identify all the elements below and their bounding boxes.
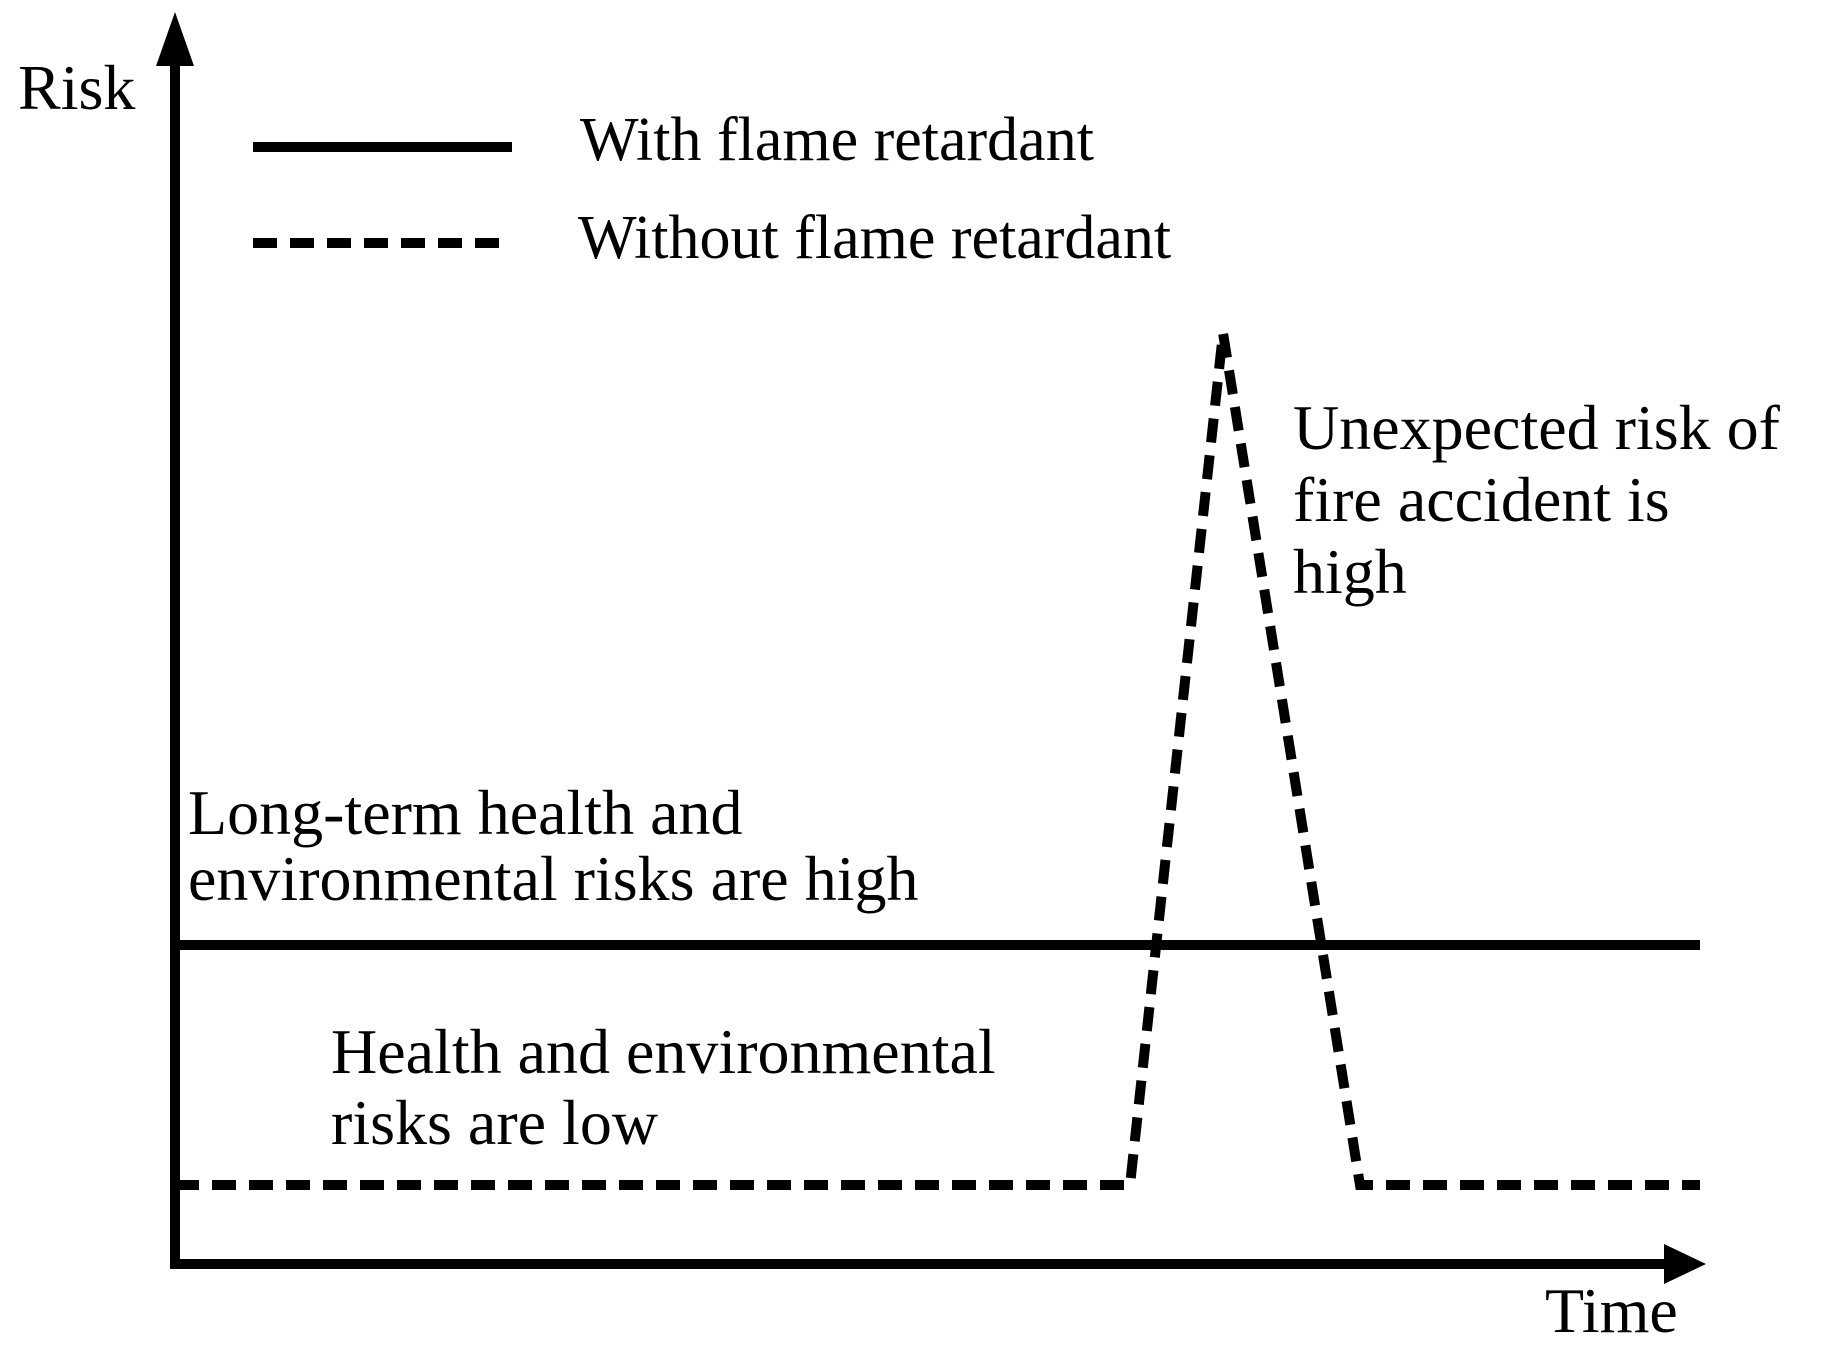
legend-item-without-flame-retardant: Without flame retardant	[578, 204, 1172, 272]
up-arrow-icon	[156, 12, 194, 66]
series-without-flame-retardant-line	[175, 332, 1700, 1190]
annotation-low-risk: Health and environmental risks are low	[331, 1016, 996, 1158]
x-axis-label: Time	[1545, 1275, 1678, 1346]
y-axis-label: Risk	[18, 52, 136, 123]
legend-item-with-flame-retardant: With flame retardant	[580, 106, 1094, 174]
annotation-fire-risk: Unexpected risk of fire accident is high	[1293, 392, 1780, 607]
right-arrow-icon	[1664, 1244, 1706, 1284]
annotation-long-term-risk: Long-term health and environmental risks…	[188, 777, 919, 914]
